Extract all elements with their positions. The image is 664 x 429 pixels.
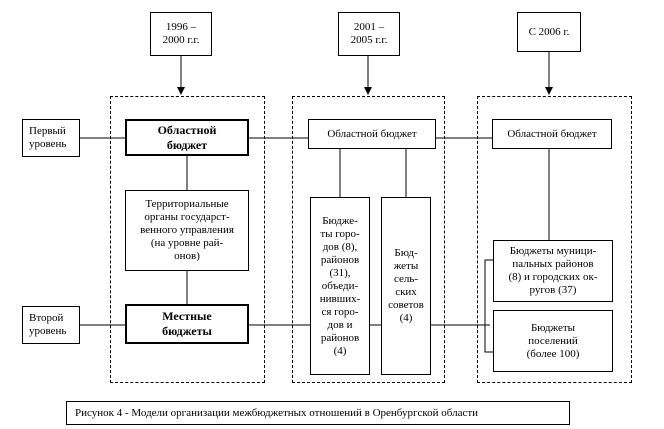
model3-oblast-label: Областной бюджет — [507, 127, 597, 140]
second-level-label: Второй уровень — [22, 306, 80, 344]
model3-connector-bracket — [484, 259, 493, 353]
first-level-label: Первый уровень — [22, 119, 80, 157]
figure-caption: Рисунок 4 - Модели организации межбюджет… — [66, 401, 570, 425]
model3-settlement-budgets: Бюджеты поселений (более 100) — [493, 310, 613, 372]
model2-oblast-budget: Областной бюджет — [308, 119, 436, 149]
model-2-frame — [292, 96, 445, 383]
model-1-frame — [110, 96, 265, 383]
model2-oblast-label: Областной бюджет — [327, 127, 417, 140]
model1-territorial-bodies: Территориальные органы государст- венног… — [125, 190, 249, 271]
model1-local-budgets: Местные бюджеты — [125, 304, 249, 344]
model1-oblast-budget: Областной бюджет — [125, 119, 249, 156]
model2-rural-council-budgets: Бюд- жеты сель- ских советов (4) — [381, 197, 431, 375]
period-3-box: С 2006 г. — [517, 12, 581, 52]
model3-municipal-budgets: Бюджеты муници- пальных районов (8) и го… — [493, 240, 613, 302]
model2-city-district-budgets: Бюдже- ты горо- дов (8), районов (31), о… — [310, 197, 370, 375]
period-1-box: 1996 – 2000 г.г. — [150, 12, 212, 56]
model-3-frame — [477, 96, 632, 383]
period-2-box: 2001 – 2005 г.г. — [338, 12, 400, 56]
model3-oblast-budget: Областной бюджет — [492, 119, 612, 149]
figure-caption-text: Рисунок 4 - Модели организации межбюджет… — [75, 407, 479, 419]
